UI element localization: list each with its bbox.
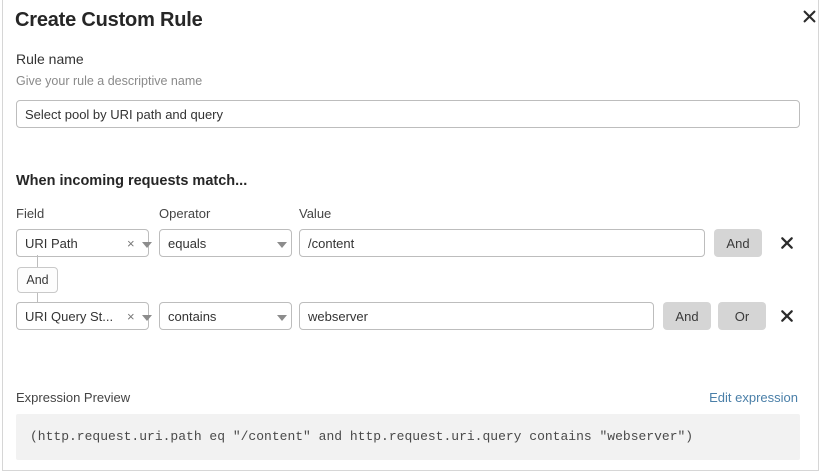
connector-line-top	[37, 255, 38, 267]
or-button[interactable]: Or	[718, 302, 766, 330]
rule-name-label: Rule name	[16, 51, 84, 67]
clear-icon[interactable]: ×	[127, 236, 135, 251]
expression-preview-box: (http.request.uri.path eq "/content" and…	[16, 414, 800, 460]
rule-name-input[interactable]	[16, 100, 800, 128]
operator-select[interactable]: equals	[159, 229, 292, 257]
and-button[interactable]: And	[714, 229, 762, 257]
column-header-value: Value	[299, 206, 332, 221]
and-button[interactable]: And	[663, 302, 711, 330]
expression-preview-label: Expression Preview	[16, 390, 131, 405]
operator-select[interactable]: contains	[159, 302, 292, 330]
rule-name-hint: Give your rule a descriptive name	[16, 74, 203, 88]
clear-icon[interactable]: ×	[127, 309, 135, 324]
match-section-heading: When incoming requests match...	[16, 173, 248, 189]
field-select[interactable]: URI Query St... ×	[16, 302, 152, 330]
delete-icon[interactable]	[777, 302, 797, 330]
value-input[interactable]	[299, 229, 705, 257]
logic-connector: And	[3, 255, 123, 307]
chevron-down-icon[interactable]	[277, 242, 287, 248]
dialog-title: Create Custom Rule	[15, 9, 203, 31]
column-header-field: Field	[16, 206, 45, 221]
chevron-down-icon[interactable]	[142, 315, 152, 321]
field-select-value: URI Query St...	[25, 309, 114, 324]
chevron-down-icon[interactable]	[142, 242, 152, 248]
chevron-down-icon[interactable]	[277, 315, 287, 321]
column-header-operator: Operator	[159, 206, 211, 221]
close-icon[interactable]	[798, 5, 818, 27]
connector-line-bottom	[37, 293, 38, 305]
operator-select-value: equals	[168, 236, 207, 251]
condition-row: URI Query St... × contains And Or	[3, 302, 818, 330]
expression-code: (http.request.uri.path eq "/content" and…	[30, 429, 694, 444]
field-select-value: URI Path	[25, 236, 78, 251]
field-select[interactable]: URI Path ×	[16, 229, 152, 257]
operator-select-value: contains	[168, 309, 217, 324]
value-input[interactable]	[299, 302, 654, 330]
delete-icon[interactable]	[777, 229, 797, 257]
condition-row: URI Path × equals And	[3, 229, 818, 257]
and-connector-button[interactable]: And	[17, 267, 58, 293]
edit-expression-link[interactable]: Edit expression	[709, 390, 798, 405]
